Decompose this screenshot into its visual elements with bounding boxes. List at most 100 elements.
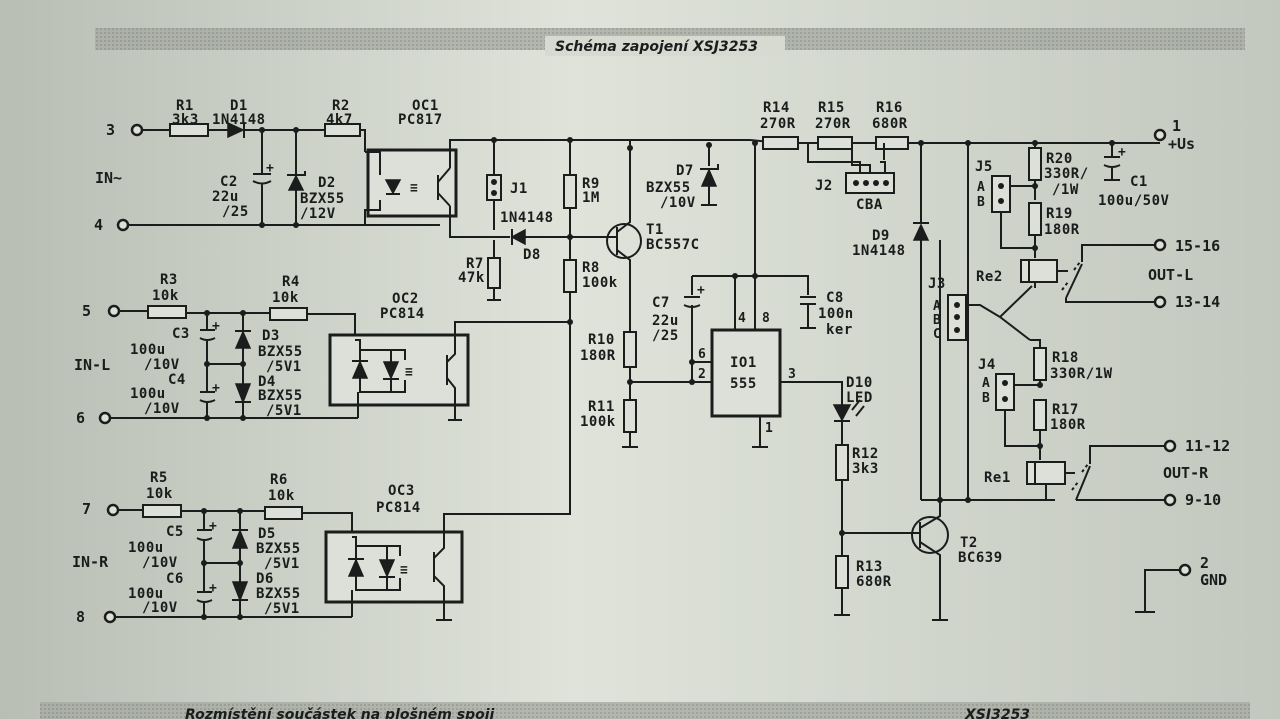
r6-resistor: [264, 506, 303, 520]
r20-resistor: [1028, 147, 1042, 181]
terminals-t2-text: 2: [1200, 554, 1209, 572]
d5-zener: [231, 529, 249, 549]
j2-ref: J2: [815, 178, 833, 194]
io1-timer: [710, 328, 782, 418]
r13-resistor: [835, 555, 849, 589]
terminals-t1_name-text: +Us: [1168, 135, 1195, 153]
r18-resistor: [1033, 347, 1047, 381]
t2-ref: T2: [960, 535, 978, 551]
components-io1-p6-text: 6: [698, 347, 706, 362]
label-text: +: [212, 319, 220, 334]
c6-value2: /10V: [142, 600, 178, 616]
c8-value2: ker: [826, 322, 853, 338]
components-j3-a-text: A: [933, 299, 941, 314]
components-j4-a-text: A: [982, 376, 990, 391]
oc2-ref: OC2: [392, 291, 419, 307]
terminals-t5-text: 5: [82, 302, 91, 320]
terminal-3[interactable]: [130, 123, 144, 137]
timer-555-section: IO1 555 4 8 6 2 3 1 C8 100n ker + C7 22u…: [652, 140, 1002, 621]
terminals-t6-text: 6: [76, 409, 85, 427]
r6-ref: R6: [270, 472, 288, 488]
c6-ref: C6: [166, 571, 184, 587]
terminal-5[interactable]: [107, 304, 121, 318]
label-text: ≡: [400, 563, 408, 578]
r19-resistor: [1028, 202, 1042, 236]
r11-ref: R11: [588, 399, 615, 415]
label-text: +: [209, 519, 217, 534]
c5-value1: 100u: [128, 540, 164, 556]
label-text: ≡: [405, 365, 413, 380]
r5-resistor: [142, 504, 182, 518]
terminal-4[interactable]: [116, 218, 130, 232]
c3-ref: C3: [172, 326, 190, 342]
d10-ref: D10: [846, 375, 873, 391]
d2-value1: BZX55: [300, 191, 345, 207]
terminal-13-14[interactable]: [1153, 295, 1167, 309]
r8-ref: R8: [582, 260, 600, 276]
d7-zener: [700, 168, 718, 187]
r18-ref: R18: [1052, 350, 1079, 366]
input-right-section: 7 IN-R 8 R5 10k R6 10k ++ C5 100u /10V C…: [72, 322, 571, 626]
oc3-optocoupler: [324, 530, 464, 604]
c2-ref: C2: [220, 174, 238, 190]
d5-ref: D5: [258, 526, 276, 542]
d3-value2: /5V1: [266, 359, 302, 375]
d8-ref: D8: [523, 247, 541, 263]
terminal-7[interactable]: [106, 503, 120, 517]
footer-right-title: XSJ3253: [964, 707, 1030, 719]
j4-header: [995, 373, 1015, 411]
r14-resistor: [762, 136, 799, 150]
d1-diode: [227, 121, 245, 139]
terminal-11-12[interactable]: [1163, 439, 1177, 453]
r14-value: 270R: [760, 116, 796, 132]
r16-ref: R16: [876, 100, 903, 116]
label-text: ≡: [410, 181, 418, 196]
r17-ref: R17: [1052, 402, 1079, 418]
r11-resistor: [623, 399, 637, 433]
r12-resistor: [835, 444, 849, 481]
footer-left-title: Rozmístění součástek na plošném spoji: [185, 707, 495, 719]
terminal-6[interactable]: [98, 411, 112, 425]
d1-ref: D1: [230, 98, 248, 114]
r3-value: 10k: [152, 288, 179, 304]
c8-value1: 100n: [818, 306, 854, 322]
terminals-t2_name-text: GND: [1200, 571, 1227, 589]
r8-value: 100k: [582, 275, 618, 291]
r2-resistor: [324, 123, 361, 137]
terminal-9-10[interactable]: [1163, 493, 1177, 507]
d2-value2: /12V: [300, 206, 336, 222]
r11-value: 100k: [580, 414, 616, 430]
r18-value: 330R/1W: [1050, 366, 1113, 382]
r7-resistor: [487, 257, 501, 289]
r2-value: 4k7: [326, 112, 353, 128]
d6-ref: D6: [256, 571, 274, 587]
c5-value2: /10V: [142, 555, 178, 571]
r10-ref: R10: [588, 332, 615, 348]
r12-ref: R12: [852, 446, 879, 462]
oc3-value: PC814: [376, 500, 421, 516]
terminal-8[interactable]: [103, 610, 117, 624]
input-ac-section: 3 4 IN~ R1 3k3 D1 1N4148 R2 4k7 + C2 22u…: [94, 98, 750, 238]
r17-resistor: [1033, 399, 1047, 431]
in-r-label: IN-R: [72, 553, 109, 571]
d3-value1: BZX55: [258, 344, 303, 360]
r15-value: 270R: [815, 116, 851, 132]
terminal-1[interactable]: [1153, 128, 1167, 142]
re1-relay-coil: [1026, 461, 1066, 485]
terminal-15-16[interactable]: [1153, 238, 1167, 252]
terminals-t9_10-text: 9-10: [1185, 491, 1221, 509]
d1-value: 1N4148: [212, 112, 266, 128]
in-ac-label: IN~: [95, 169, 122, 187]
terminal-2[interactable]: [1178, 563, 1192, 577]
c7-value2: /25: [652, 328, 679, 344]
d10-led: [832, 404, 852, 422]
input-left-section: 5 IN-L 6 R3 10k R4 10k ++ C3 100u /10V C…: [74, 272, 573, 427]
t1-transistor: [606, 223, 642, 259]
components-io1-p1-text: 1: [765, 421, 773, 436]
r6-value: 10k: [268, 488, 295, 504]
d2-zener: [287, 174, 305, 191]
oc3-ref: OC3: [388, 483, 415, 499]
components-j3-c-text: C: [933, 327, 941, 342]
r9-value: 1M: [582, 190, 600, 206]
